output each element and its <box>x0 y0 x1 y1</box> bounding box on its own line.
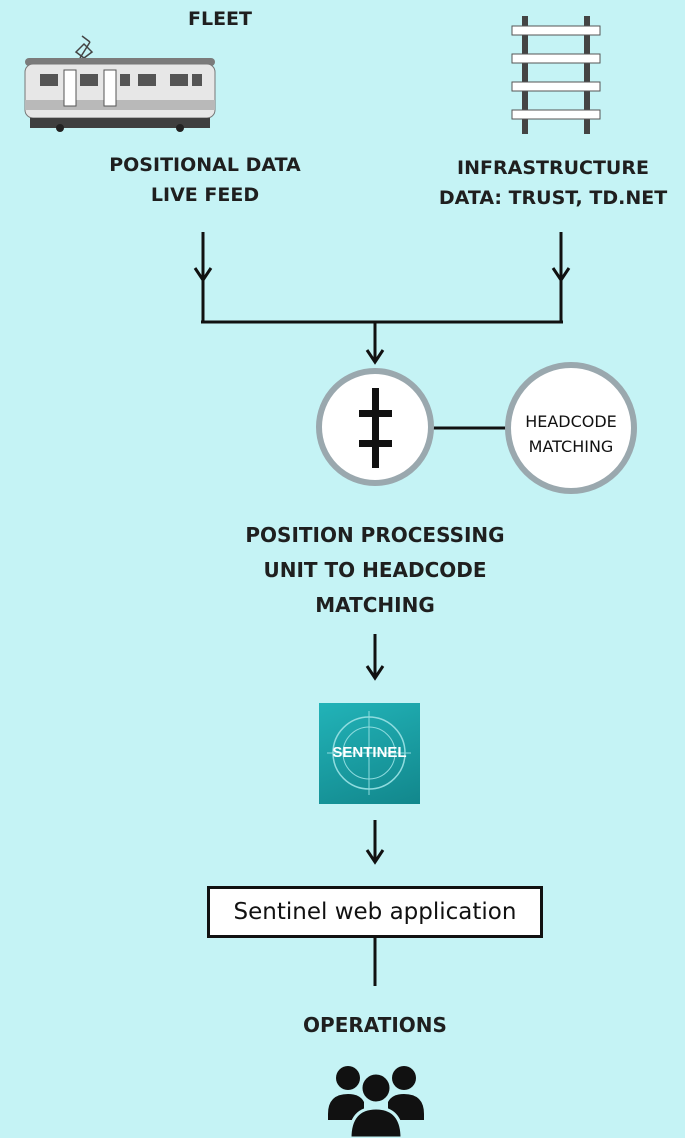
fleet-caption-line2: LIVE FEED <box>150 184 260 206</box>
crossing-icon <box>359 388 392 468</box>
infrastructure-caption-line2: DATA: TRUST, TD.NET <box>438 187 668 209</box>
sentinel-logo-text: SENTINEL <box>332 744 407 761</box>
sentinel-logo: SENTINEL <box>319 703 420 804</box>
headcode-label-line1: HEADCODE <box>525 412 617 431</box>
processing-caption-line1: POSITION PROCESSING <box>245 523 505 547</box>
operations-title: OPERATIONS <box>303 1013 447 1037</box>
sentinel-web-app-label: Sentinel web application <box>233 899 517 925</box>
fleet-title: FLEET <box>187 8 252 30</box>
rail-track-icon <box>511 16 601 134</box>
processing-caption-line3: MATCHING <box>315 593 435 617</box>
headcode-matching-circle <box>505 362 637 494</box>
processing-caption-line2: UNIT TO HEADCODE <box>263 558 487 582</box>
fleet-caption-line1: POSITIONAL DATA <box>109 154 301 176</box>
train-icon <box>24 35 216 132</box>
users-group-icon <box>328 1066 424 1138</box>
headcode-label-line2: MATCHING <box>528 437 614 456</box>
infrastructure-caption-line1: INFRASTRUCTURE <box>457 157 649 179</box>
sentinel-web-app-box: Sentinel web application <box>207 886 543 938</box>
